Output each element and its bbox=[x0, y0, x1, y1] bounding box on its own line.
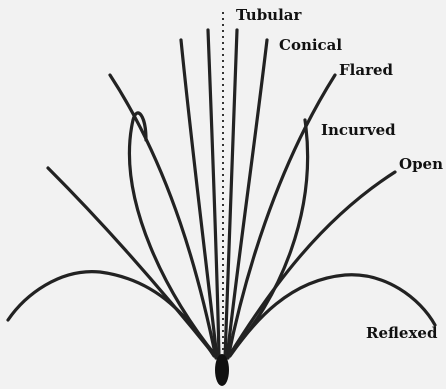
tubular-leaf-left bbox=[208, 30, 219, 358]
label-reflexed: Reflexed bbox=[366, 326, 437, 341]
tubular-leaf-right bbox=[225, 30, 237, 358]
label-incurved: Incurved bbox=[321, 123, 396, 138]
incurved-leaf-right bbox=[228, 120, 308, 356]
label-conical: Conical bbox=[279, 38, 342, 53]
label-flared: Flared bbox=[339, 63, 393, 78]
open-leaf-left bbox=[48, 168, 215, 356]
label-tubular: Tubular bbox=[236, 8, 301, 23]
reflexed-leaf-left bbox=[8, 272, 214, 356]
label-open: Open bbox=[399, 157, 443, 172]
leaf-base bbox=[215, 354, 229, 386]
